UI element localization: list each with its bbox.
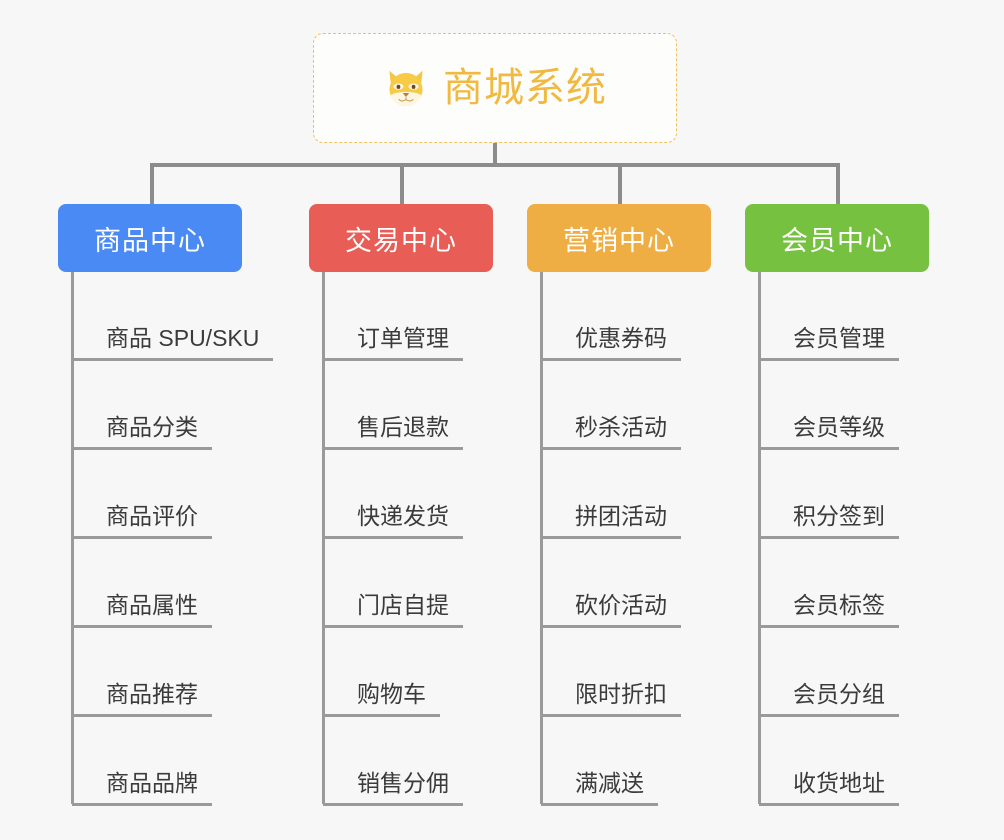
branch-column-1: 商品中心 商品 SPU/SKU 商品分类 商品评价 商品属性 商品推荐 商品品牌 xyxy=(58,204,274,806)
list-item[interactable]: 商品属性 xyxy=(72,539,273,628)
leaf-label: 秒杀活动 xyxy=(575,414,667,440)
category-header-3[interactable]: 营销中心 xyxy=(527,204,711,272)
connector-drop-3 xyxy=(618,163,622,206)
leaf-label: 会员标签 xyxy=(793,592,885,618)
leaf-label: 会员管理 xyxy=(793,325,885,351)
leaf-label: 会员等级 xyxy=(793,414,885,440)
list-item[interactable]: 拼团活动 xyxy=(541,450,681,539)
list-item[interactable]: 会员管理 xyxy=(759,272,899,361)
category-title-1: 商品中心 xyxy=(94,225,206,256)
list-item[interactable]: 快递发货 xyxy=(323,450,463,539)
category-title-2: 交易中心 xyxy=(345,225,457,256)
leaf-label: 商品分类 xyxy=(106,414,198,440)
leaf-label: 购物车 xyxy=(357,681,426,707)
list-item[interactable]: 商品品牌 xyxy=(72,717,273,806)
leaf-label: 商品品牌 xyxy=(106,770,198,796)
leaf-list-3: 优惠券码 秒杀活动 拼团活动 砍价活动 限时折扣 满减送 xyxy=(541,272,681,806)
list-item[interactable]: 销售分佣 xyxy=(323,717,463,806)
list-item[interactable]: 会员等级 xyxy=(759,361,899,450)
list-item[interactable]: 商品评价 xyxy=(72,450,273,539)
connector-drop-1 xyxy=(150,163,154,206)
connector-root-stem xyxy=(493,143,497,165)
shiba-dog-icon xyxy=(389,70,423,106)
leaf-label: 商品 SPU/SKU xyxy=(106,325,260,351)
list-item[interactable]: 收货地址 xyxy=(759,717,899,806)
category-title-4: 会员中心 xyxy=(781,225,893,256)
root-node[interactable]: 商城系统 xyxy=(313,33,677,143)
leaf-list-1: 商品 SPU/SKU 商品分类 商品评价 商品属性 商品推荐 商品品牌 xyxy=(72,272,274,806)
leaf-label: 销售分佣 xyxy=(357,770,449,796)
leaf-list-4: 会员管理 会员等级 积分签到 会员标签 会员分组 收货地址 xyxy=(759,272,899,806)
list-item[interactable]: 积分签到 xyxy=(759,450,899,539)
list-item[interactable]: 会员标签 xyxy=(759,539,899,628)
branch-column-2: 交易中心 订单管理 售后退款 快递发货 门店自提 购物车 销售分佣 xyxy=(309,204,493,806)
list-item[interactable]: 会员分组 xyxy=(759,628,899,717)
leaf-label: 售后退款 xyxy=(357,414,449,440)
root-title: 商城系统 xyxy=(443,66,607,110)
list-item[interactable]: 订单管理 xyxy=(323,272,463,361)
leaf-label: 商品评价 xyxy=(106,503,198,529)
connector-horizontal-bus xyxy=(150,163,840,167)
leaf-label: 快递发货 xyxy=(357,503,449,529)
connector-drop-2 xyxy=(400,163,404,206)
leaf-label: 商品属性 xyxy=(106,592,198,618)
list-item[interactable]: 购物车 xyxy=(323,628,463,717)
list-item[interactable]: 秒杀活动 xyxy=(541,361,681,450)
leaf-label: 限时折扣 xyxy=(575,681,667,707)
category-header-4[interactable]: 会员中心 xyxy=(745,204,929,272)
list-item[interactable]: 售后退款 xyxy=(323,361,463,450)
list-item[interactable]: 限时折扣 xyxy=(541,628,681,717)
list-item[interactable]: 砍价活动 xyxy=(541,539,681,628)
leaf-label: 商品推荐 xyxy=(106,681,198,707)
category-header-2[interactable]: 交易中心 xyxy=(309,204,493,272)
branch-column-3: 营销中心 优惠券码 秒杀活动 拼团活动 砍价活动 限时折扣 满减送 xyxy=(527,204,711,806)
leaf-list-2: 订单管理 售后退款 快递发货 门店自提 购物车 销售分佣 xyxy=(323,272,463,806)
leaf-label: 拼团活动 xyxy=(575,503,667,529)
leaf-label: 收货地址 xyxy=(793,770,885,796)
category-header-1[interactable]: 商品中心 xyxy=(58,204,242,272)
list-item[interactable]: 优惠券码 xyxy=(541,272,681,361)
leaf-label: 优惠券码 xyxy=(575,325,667,351)
leaf-label: 订单管理 xyxy=(357,325,449,351)
leaf-label: 会员分组 xyxy=(793,681,885,707)
leaf-label: 满减送 xyxy=(575,770,644,796)
list-item[interactable]: 商品推荐 xyxy=(72,628,273,717)
connector-drop-4 xyxy=(836,163,840,206)
leaf-label: 积分签到 xyxy=(793,503,885,529)
branch-column-4: 会员中心 会员管理 会员等级 积分签到 会员标签 会员分组 收货地址 xyxy=(745,204,929,806)
list-item[interactable]: 商品分类 xyxy=(72,361,273,450)
leaf-label: 砍价活动 xyxy=(575,592,667,618)
list-item[interactable]: 商品 SPU/SKU xyxy=(72,272,274,361)
list-item[interactable]: 满减送 xyxy=(541,717,681,806)
category-title-3: 营销中心 xyxy=(563,225,675,256)
leaf-label: 门店自提 xyxy=(357,592,449,618)
list-item[interactable]: 门店自提 xyxy=(323,539,463,628)
